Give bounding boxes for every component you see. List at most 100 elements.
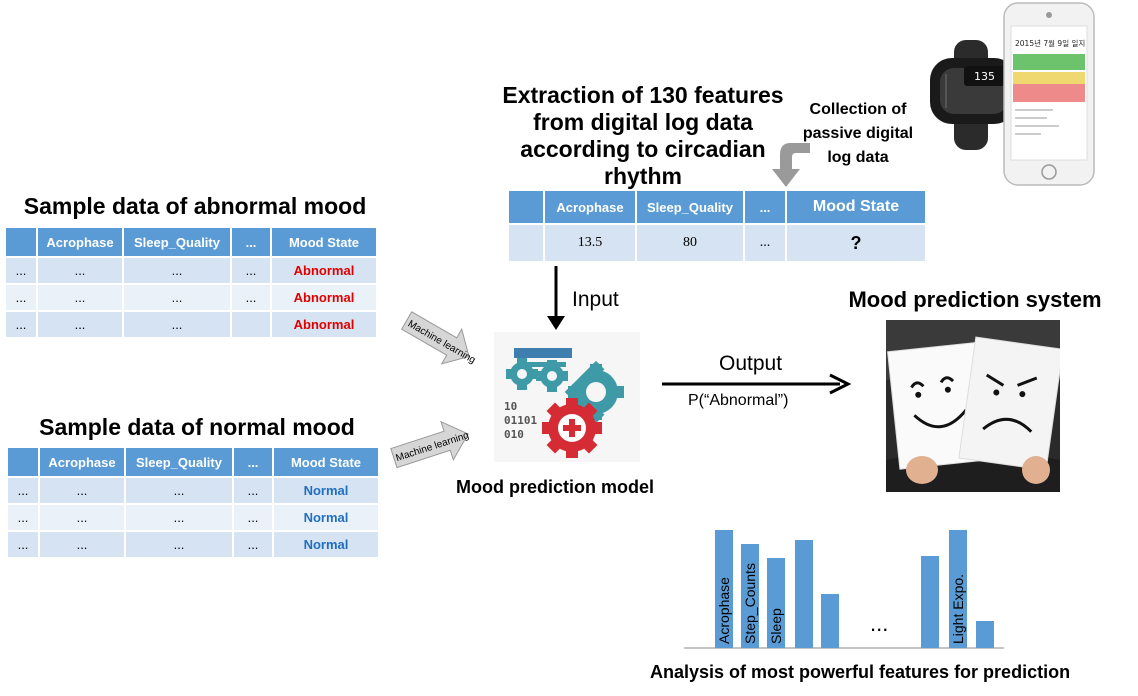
collection-label-line3: log data <box>827 149 889 166</box>
chart-bar <box>949 530 967 648</box>
table-cell: ... <box>124 312 230 337</box>
table-cell: ... <box>6 312 36 337</box>
table-cell: ... <box>232 258 270 283</box>
table-cell: ... <box>8 478 38 503</box>
output-prob: P(“Abnormal”) <box>688 392 789 409</box>
system-title: Mood prediction system <box>848 287 1102 312</box>
abnormal-table: Acrophase Sleep_Quality ... Mood State .… <box>4 226 378 339</box>
normal-header-blank <box>8 448 38 476</box>
table-cell: ... <box>234 532 272 557</box>
feature-table-cell-blank <box>509 225 543 261</box>
table-cell: ... <box>38 258 122 283</box>
mood-state-cell: Abnormal <box>272 285 376 310</box>
feature-table-header-ellipsis: ... <box>745 191 785 223</box>
mood-state-cell: Normal <box>274 505 378 530</box>
table-cell: ... <box>8 505 38 530</box>
chart-bar <box>976 621 994 648</box>
extraction-title-line1: Extraction of 130 features <box>502 82 784 108</box>
mood-faces-image <box>886 320 1060 492</box>
abnormal-header-ellipsis: ... <box>232 228 270 256</box>
table-cell: ... <box>8 532 38 557</box>
feature-table-cell-acrophase: 13.5 <box>545 225 635 261</box>
normal-header-mood-state: Mood State <box>274 448 378 476</box>
table-cell: ... <box>40 478 124 503</box>
table-cell: ... <box>126 532 232 557</box>
table-cell: ... <box>126 478 232 503</box>
collection-label-line2: passive digital <box>802 125 914 142</box>
table-row: ... ... ... ... Normal <box>8 478 378 503</box>
table-row: ... ... ... ... Normal <box>8 532 378 557</box>
table-row: ... ... ... ... Abnormal <box>6 285 376 310</box>
table-cell <box>232 312 270 337</box>
normal-title: Sample data of normal mood <box>39 414 355 440</box>
collection-arrow <box>772 143 810 187</box>
ml-arrow-normal: Machine learning <box>390 420 470 469</box>
abnormal-header-mood-state: Mood State <box>272 228 376 256</box>
table-cell: ... <box>40 505 124 530</box>
chart-bar-label: Sleep <box>768 608 784 644</box>
table-cell: ... <box>38 285 122 310</box>
table-cell: ... <box>124 285 230 310</box>
gear-model-icon: 10 01101 010 <box>494 332 640 462</box>
mood-state-cell: Abnormal <box>272 312 376 337</box>
smartphone-image: 2015년 7월 9일 일지 <box>1003 2 1095 186</box>
chart-bar <box>767 558 785 648</box>
chart-ellipsis: ... <box>870 611 888 636</box>
feature-table-header-blank <box>509 191 543 223</box>
table-cell: ... <box>6 285 36 310</box>
chart-bar <box>921 556 939 648</box>
table-cell: ... <box>6 258 36 283</box>
table-row: ... ... ... Abnormal <box>6 312 376 337</box>
chart-bar <box>821 594 839 648</box>
output-label: Output <box>719 352 783 375</box>
table-cell: ... <box>40 532 124 557</box>
feature-table-cell-mood-state: ? <box>787 225 925 261</box>
extraction-title-line2: from digital log data <box>533 109 753 135</box>
extraction-title-line4: rhythm <box>604 163 682 189</box>
table-cell: ... <box>234 505 272 530</box>
smartwatch-image: 135 <box>930 40 1016 150</box>
watch-display: 135 <box>974 70 995 83</box>
phone-date: 2015년 7월 9일 일지 <box>1015 38 1085 48</box>
chart-bar-label: Acrophase <box>716 577 732 644</box>
feature-table: Acrophase Sleep_Quality ... Mood State 1… <box>507 189 927 263</box>
normal-header-acrophase: Acrophase <box>40 448 124 476</box>
table-cell: ... <box>232 285 270 310</box>
mood-state-cell: Normal <box>274 478 378 503</box>
abnormal-header-blank <box>6 228 36 256</box>
chart-bar <box>795 540 813 648</box>
table-cell: ... <box>234 478 272 503</box>
extraction-title-line3: according to circadian <box>520 136 766 162</box>
table-cell: ... <box>126 505 232 530</box>
abnormal-header-sleep-quality: Sleep_Quality <box>124 228 230 256</box>
table-cell: ... <box>124 258 230 283</box>
feature-table-header-acrophase: Acrophase <box>545 191 635 223</box>
abnormal-header-acrophase: Acrophase <box>38 228 122 256</box>
chart-bar <box>741 544 759 648</box>
normal-header-ellipsis: ... <box>234 448 272 476</box>
input-label: Input <box>572 288 619 311</box>
chart-bar-label: Light Expo. <box>950 574 966 644</box>
feature-table-cell-sleep-quality: 80 <box>637 225 743 261</box>
abnormal-title: Sample data of abnormal mood <box>23 193 367 219</box>
feature-table-header-sleep-quality: Sleep_Quality <box>637 191 743 223</box>
collection-label-line1: Collection of <box>809 101 907 118</box>
normal-header-sleep-quality: Sleep_Quality <box>126 448 232 476</box>
input-arrow <box>547 266 565 330</box>
chart-title: Analysis of most powerful features for p… <box>650 662 1071 682</box>
svg-text:10: 10 <box>504 400 517 413</box>
mood-state-cell: Abnormal <box>272 258 376 283</box>
output-arrow <box>662 373 852 395</box>
svg-text:010: 010 <box>504 428 524 441</box>
chart-bar-label: Step_Counts <box>742 563 758 644</box>
table-row: ... ... ... ... Normal <box>8 505 378 530</box>
extraction-title: Extraction of 130 features from digital … <box>488 82 798 190</box>
ml-label-abnormal: Machine learning <box>406 319 477 367</box>
ml-arrow-abnormal: Machine learning <box>401 311 477 367</box>
feature-table-header-mood-state: Mood State <box>787 191 925 223</box>
table-row: ... ... ... ... Abnormal <box>6 258 376 283</box>
model-label: Mood prediction model <box>456 477 654 497</box>
chart-bar <box>715 530 733 648</box>
svg-text:01101: 01101 <box>504 414 537 427</box>
